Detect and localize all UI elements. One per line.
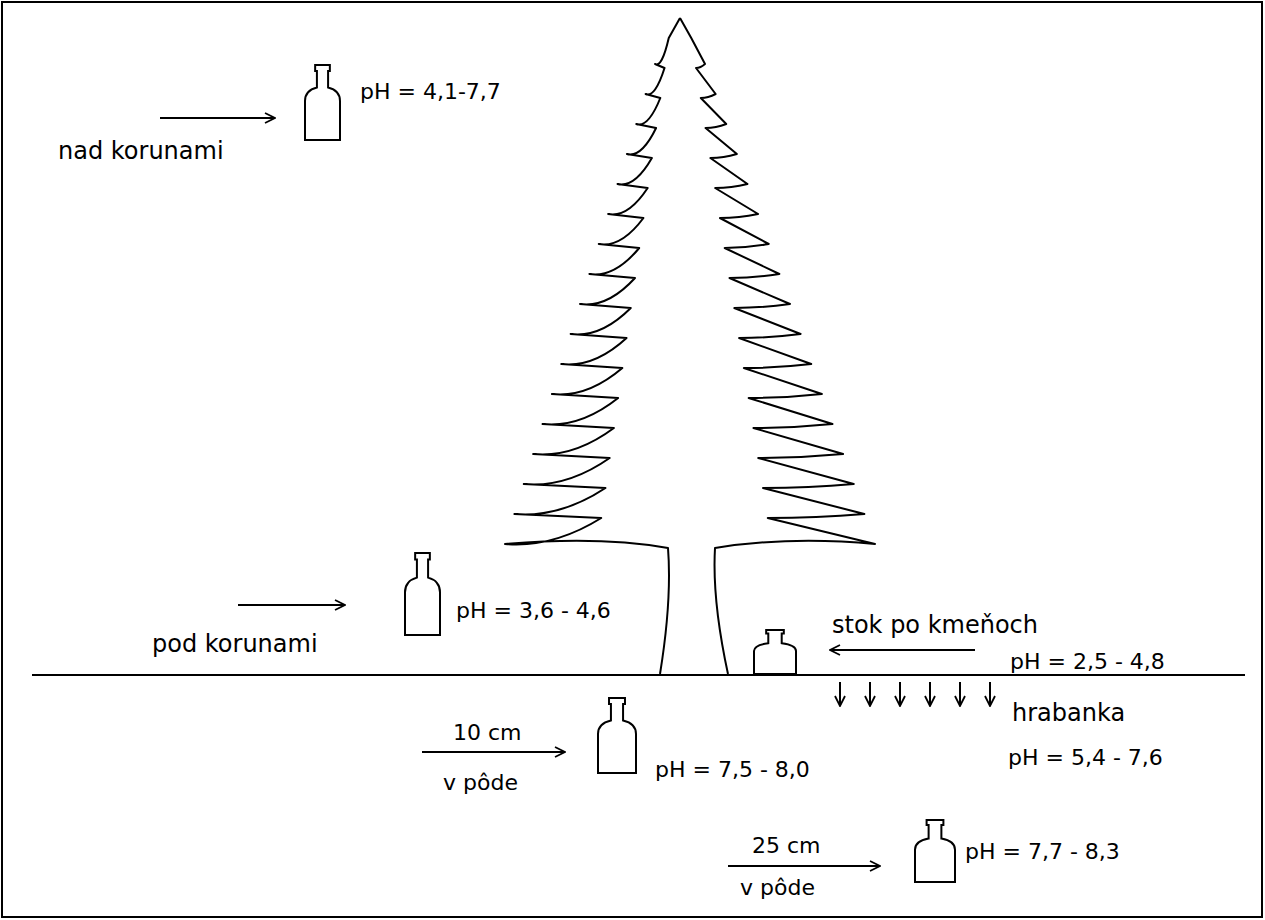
location-label: v pôde [740,875,815,900]
leader-arrow [238,604,345,606]
location-label: pod korunami [152,631,318,659]
leader-arrow [839,682,841,706]
location-label: v pôde [443,770,518,795]
location-label: nad korunami [58,138,224,166]
leader-arrow [728,865,880,867]
ph-value: pH = 2,5 - 4,8 [1010,649,1165,674]
ph-value: pH = 4,1-7,7 [360,79,501,104]
depth-label: 25 cm [752,833,821,858]
spruce-tree-left [505,18,680,674]
ph-value: pH = 3,6 - 4,6 [456,598,611,623]
spruce-tree-right [680,18,875,674]
ph-value: pH = 7,7 - 8,3 [965,839,1120,864]
leader-arrow [160,117,275,119]
location-label: stok po kmeňoch [832,612,1038,640]
leader-arrow [830,649,975,651]
leader-arrow [929,682,931,706]
leader-arrow [959,682,961,706]
ph-value: pH = 5,4 - 7,6 [1008,745,1163,770]
sample-bottle [305,65,340,140]
depth-label: 10 cm [453,720,522,745]
sample-bottle [915,820,955,882]
ph-value: pH = 7,5 - 8,0 [655,757,810,782]
leader-arrow [989,682,991,706]
sample-bottle [598,698,636,773]
leader-arrow [869,682,871,706]
leader-arrow [899,682,901,706]
sample-bottle [754,630,796,674]
location-label: hrabanka [1012,700,1125,728]
leader-arrow [422,751,565,753]
sample-bottle [405,553,440,635]
